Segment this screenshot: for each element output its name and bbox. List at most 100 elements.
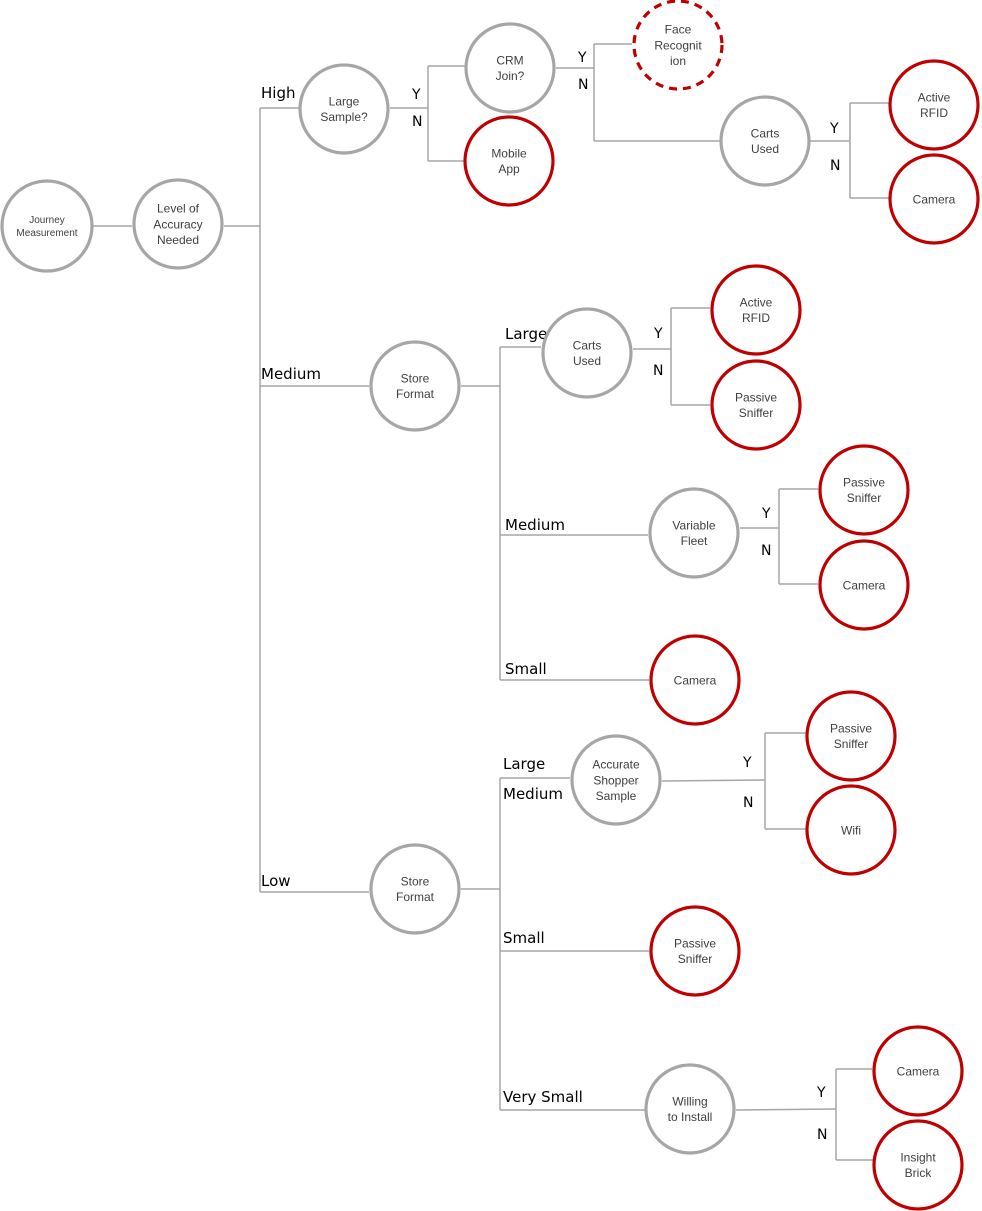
node-label-line: Shopper bbox=[593, 773, 638, 787]
node-label-line: Needed bbox=[157, 233, 199, 247]
node-label-line: Level of bbox=[157, 201, 200, 215]
label-low-very-small: Very Small bbox=[503, 1088, 583, 1106]
node-label-line: Camera bbox=[843, 578, 886, 592]
node-camera-medium-medium: Camera bbox=[818, 539, 910, 631]
node-label-line: Sniffer bbox=[834, 737, 868, 751]
node-circle bbox=[888, 59, 980, 151]
node-label-line: Sniffer bbox=[678, 952, 712, 966]
node-label-line: ion bbox=[670, 54, 686, 68]
node-circle bbox=[710, 359, 802, 451]
node-label-line: Active bbox=[740, 295, 773, 309]
label-med-medium: Medium bbox=[505, 516, 565, 534]
node-circle bbox=[719, 95, 811, 187]
no-label: N bbox=[817, 1127, 827, 1143]
node-label-line: Carts bbox=[573, 338, 602, 352]
node-circle bbox=[710, 264, 802, 356]
node-camera-medium-small: Camera bbox=[649, 634, 741, 726]
node-circle bbox=[805, 784, 897, 876]
node-label-line: Format bbox=[396, 890, 435, 904]
node-label-line: App bbox=[498, 162, 520, 176]
node-label-line: Recognit bbox=[654, 38, 702, 52]
node-circle bbox=[541, 307, 633, 399]
node-label-line: Sniffer bbox=[847, 491, 881, 505]
yes-label: Y bbox=[411, 87, 421, 103]
node-label-line: Sample bbox=[596, 789, 637, 803]
yes-label: Y bbox=[761, 506, 771, 522]
node-label-line: Used bbox=[573, 354, 601, 368]
node-label-line: Accurate bbox=[592, 757, 640, 771]
node-circle bbox=[805, 690, 897, 782]
node-circle bbox=[570, 734, 662, 826]
node-label-line: Face bbox=[665, 22, 692, 36]
node-label-line: Used bbox=[751, 142, 779, 156]
node-circle bbox=[369, 340, 461, 432]
node-circle bbox=[648, 487, 740, 579]
node-label-line: Active bbox=[918, 90, 951, 104]
node-circle bbox=[649, 905, 741, 997]
node-label-line: Sample? bbox=[320, 110, 368, 124]
node-label-line: RFID bbox=[742, 311, 770, 325]
label-low: Low bbox=[261, 872, 291, 890]
label-medium: Medium bbox=[261, 365, 321, 383]
no-label: N bbox=[653, 363, 663, 379]
node-label-line: Variable bbox=[672, 518, 715, 532]
node-label-line: Carts bbox=[751, 126, 780, 140]
node-label-line: Passive bbox=[674, 936, 716, 950]
edge-willing-out bbox=[735, 1108, 837, 1111]
node-circle bbox=[649, 634, 741, 726]
no-label: N bbox=[412, 114, 422, 130]
node-circle bbox=[644, 1063, 736, 1155]
node-circle bbox=[464, 22, 556, 114]
node-label-line: to Install bbox=[668, 1110, 713, 1124]
node-label-line: Brick bbox=[905, 1166, 933, 1180]
node-circle bbox=[0, 179, 94, 273]
node-label-line: Join? bbox=[496, 69, 525, 83]
node-label-line: Accuracy bbox=[153, 217, 202, 231]
label-low-large: Large bbox=[503, 755, 545, 773]
node-label-line: Sniffer bbox=[739, 406, 773, 420]
node-label-line: Large bbox=[329, 94, 360, 108]
edge-accurate-out bbox=[661, 779, 766, 782]
node-label-line: RFID bbox=[920, 106, 948, 120]
edge-labels: High Medium Low Large Medium Small Large… bbox=[261, 50, 840, 1143]
node-label-line: Insight bbox=[900, 1150, 936, 1164]
no-label: N bbox=[578, 77, 588, 93]
label-low-small: Small bbox=[503, 929, 545, 947]
yes-label: Y bbox=[829, 121, 839, 137]
label-med-large: Large bbox=[505, 325, 547, 343]
no-label: N bbox=[761, 543, 771, 559]
node-label-line: Wifi bbox=[841, 823, 861, 837]
node-camera-low: Camera bbox=[872, 1025, 964, 1117]
no-label: N bbox=[743, 795, 753, 811]
node-label-line: Camera bbox=[913, 192, 956, 206]
yes-label: Y bbox=[653, 326, 663, 342]
node-label-line: Measurement bbox=[16, 228, 77, 239]
node-label-line: Passive bbox=[830, 721, 872, 735]
node-circle bbox=[369, 843, 461, 935]
yes-label: Y bbox=[742, 755, 752, 771]
node-circle bbox=[463, 115, 555, 207]
node-label-line: Journey bbox=[29, 215, 65, 226]
node-circle bbox=[872, 1119, 964, 1211]
node-label-line: Camera bbox=[674, 673, 717, 687]
node-label-line: Store bbox=[401, 874, 430, 888]
node-label-line: Store bbox=[401, 371, 430, 385]
